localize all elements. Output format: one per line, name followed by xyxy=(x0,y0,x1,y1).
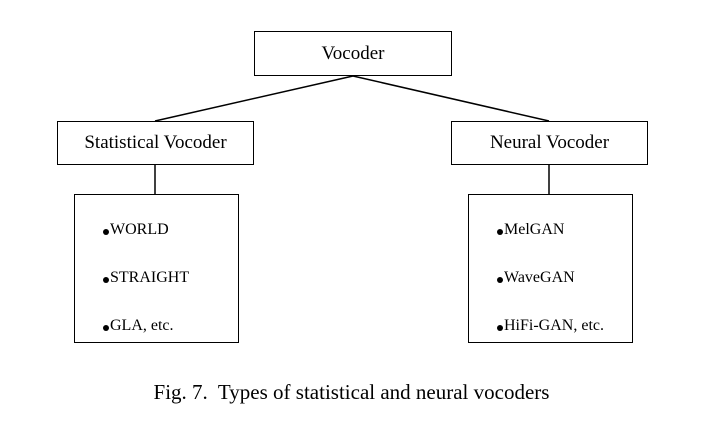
neural-vocoder-label: Neural Vocoder xyxy=(489,132,610,153)
statistical-vocoder-label: Statistical Vocoder xyxy=(84,132,227,153)
bullet-icon xyxy=(103,325,109,331)
list-item: GLA, etc. xyxy=(103,316,189,364)
statistical-vocoder-list: WORLD STRAIGHT GLA, etc. xyxy=(74,194,239,343)
list-item: MelGAN xyxy=(497,220,604,268)
list-item-label: STRAIGHT xyxy=(110,269,190,286)
list-item: WORLD xyxy=(103,220,189,268)
bullet-icon xyxy=(497,277,503,283)
list-item: WaveGAN xyxy=(497,268,604,316)
vocoder-root-node: Vocoder xyxy=(254,31,452,76)
list-item-label: HiFi-GAN, etc. xyxy=(504,317,604,334)
list-item-label: MelGAN xyxy=(504,221,565,238)
neural-vocoder-list: MelGAN WaveGAN HiFi-GAN, etc. xyxy=(468,194,633,343)
bullet-icon xyxy=(103,277,109,283)
edge-root-to-neural xyxy=(352,75,550,122)
bullet-icon xyxy=(497,325,503,331)
list-item-label: WORLD xyxy=(110,221,169,238)
statistical-vocoder-node: Statistical Vocoder xyxy=(57,121,254,165)
edge-root-to-statistical xyxy=(154,75,354,122)
figure-caption: Fig. 7. Types of statistical and neural … xyxy=(153,380,550,404)
list-item-label: WaveGAN xyxy=(504,269,575,286)
neural-vocoder-node: Neural Vocoder xyxy=(451,121,648,165)
vocoder-root-label: Vocoder xyxy=(321,42,385,64)
list-item: HiFi-GAN, etc. xyxy=(497,316,604,364)
list-item-label: GLA, etc. xyxy=(110,317,174,334)
bullet-icon xyxy=(497,229,503,235)
list-item: STRAIGHT xyxy=(103,268,189,316)
bullet-icon xyxy=(103,229,109,235)
